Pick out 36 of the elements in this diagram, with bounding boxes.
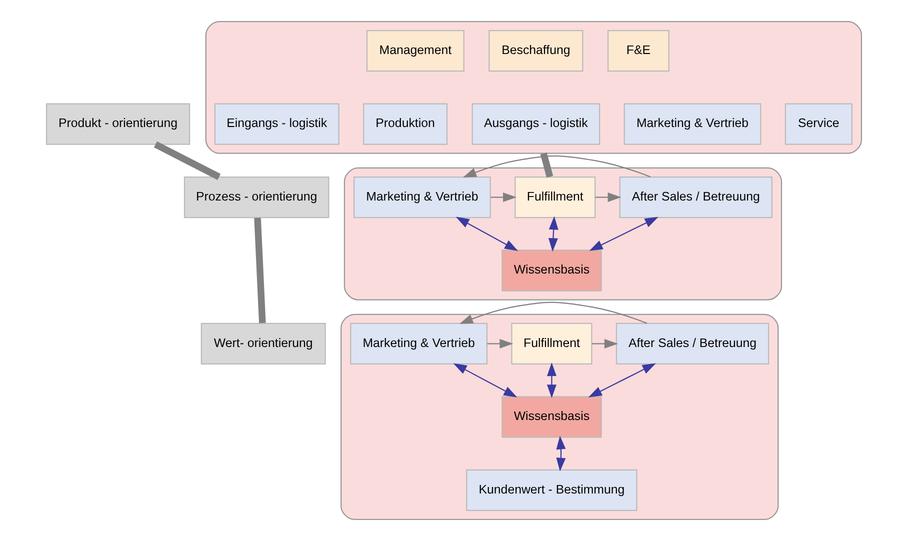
node-box: Fulfillment <box>514 176 596 218</box>
node-box: Fulfillment <box>511 322 592 365</box>
node-box: Management <box>366 30 464 72</box>
node-box: Produkt - orientierung <box>46 103 190 145</box>
node-box: Marketing & Vertrieb <box>624 103 762 145</box>
node-box: Kundenwert - Bestimmung <box>466 469 638 511</box>
node-box: Wert- orientierung <box>200 322 326 365</box>
node-box: Marketing & Vertrieb <box>350 322 488 365</box>
arrow <box>556 436 566 472</box>
node-box: Marketing & Vertrieb <box>353 176 491 218</box>
node-box: Beschaffung <box>488 30 584 72</box>
cluster <box>205 21 862 154</box>
node-box: Eingangs - logistik <box>214 103 340 145</box>
arrow <box>589 216 658 251</box>
arrow <box>453 363 518 398</box>
arrow <box>490 192 517 202</box>
connector <box>540 152 554 178</box>
arrow <box>588 363 656 398</box>
arrow <box>548 216 558 252</box>
node-box: Ausgangs - logistik <box>472 103 600 145</box>
node-box: Service <box>784 103 852 145</box>
node-box: Prozess - orientierung <box>184 176 330 218</box>
node-box: Produktion <box>363 103 448 145</box>
arrow <box>595 192 622 202</box>
node-box: Wissensbasis <box>502 250 602 292</box>
arrow <box>546 362 556 398</box>
connector <box>254 218 266 324</box>
node-box: After Sales / Betreuung <box>619 176 772 218</box>
arrow <box>456 216 518 251</box>
arrow <box>592 338 618 348</box>
arrow <box>462 155 651 178</box>
node-box: Wissensbasis <box>502 396 602 438</box>
node-box: After Sales / Betreuung <box>616 322 770 365</box>
arrow <box>487 338 514 348</box>
node-box: F&E <box>607 30 670 72</box>
arrow <box>460 302 648 324</box>
